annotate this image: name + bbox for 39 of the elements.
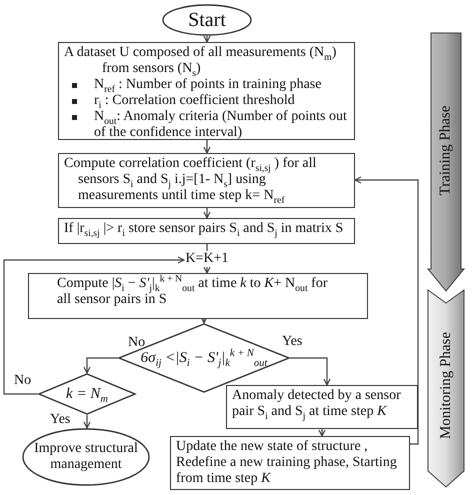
- end-ellipse: [22, 428, 150, 486]
- arrow: [83, 415, 91, 429]
- arrow: [83, 357, 118, 374]
- bullet-text: r$_{i}$ : Correlation coefficient threshold: [94, 93, 295, 108]
- process-box: [58, 218, 355, 244]
- arrow: [3, 256, 185, 395]
- decision-diamond: [38, 373, 136, 415]
- phase-band: [428, 289, 464, 487]
- box-text: Update the new state of structure , Redefine a new training phase, Starting from time step K: [176, 439, 398, 487]
- arrow: [203, 265, 211, 274]
- start-ellipse: [162, 4, 252, 36]
- box-text: If |r$_{si,sj}$ |> r$_{i}$ store sensor pairs S$_{i}$ and S$_{j}$ in matrix S: [64, 221, 344, 237]
- phase-label: Training Phase: [437, 105, 454, 195]
- arrow: [203, 208, 211, 219]
- phase-band: [428, 33, 464, 291]
- process-box: [170, 436, 410, 490]
- shape-text: k = N$_{m}$: [66, 386, 108, 402]
- step-label: K=K+1: [185, 251, 228, 267]
- arrow: [203, 35, 211, 43]
- arrow: [290, 357, 331, 386]
- arrow: [318, 429, 326, 437]
- box-text: Compute correlation coefficient (r$_{si,sj}$ ) for all sensors S$_{i}$ and S$_{j}$ i.j=[1- N$_{s}$] using measurements until time step k= N$_{ref}$: [64, 156, 318, 204]
- process-box: [58, 42, 355, 140]
- edge-label: Yes: [50, 412, 70, 428]
- shape-text: Improve structural management: [33, 441, 139, 473]
- process-box: [28, 273, 368, 319]
- shape-text: Start: [188, 12, 226, 28]
- box-text: A dataset U composed of all measurements (N$_{m}$) from sensors (N$_{s}$): [64, 45, 338, 77]
- arrow: [354, 176, 419, 445]
- box-text: Anomaly detected by a sensor pair S$_{i}$ and S$_{j}$ at time step K: [232, 388, 402, 420]
- phase-label: Monitoring Phase: [438, 331, 455, 439]
- process-box: [58, 153, 355, 208]
- arrow: [203, 140, 211, 154]
- process-box: [226, 385, 418, 429]
- bullet-text: N$_{ref}$ : Number of points in training phase: [94, 77, 322, 92]
- edge-label: No: [128, 335, 146, 351]
- edge-label: Yes: [282, 334, 302, 350]
- edge-label: No: [14, 373, 32, 389]
- bullet-text: N$_{out}$: Anomaly criteria (Number of points out of the confidence interval): [94, 109, 347, 140]
